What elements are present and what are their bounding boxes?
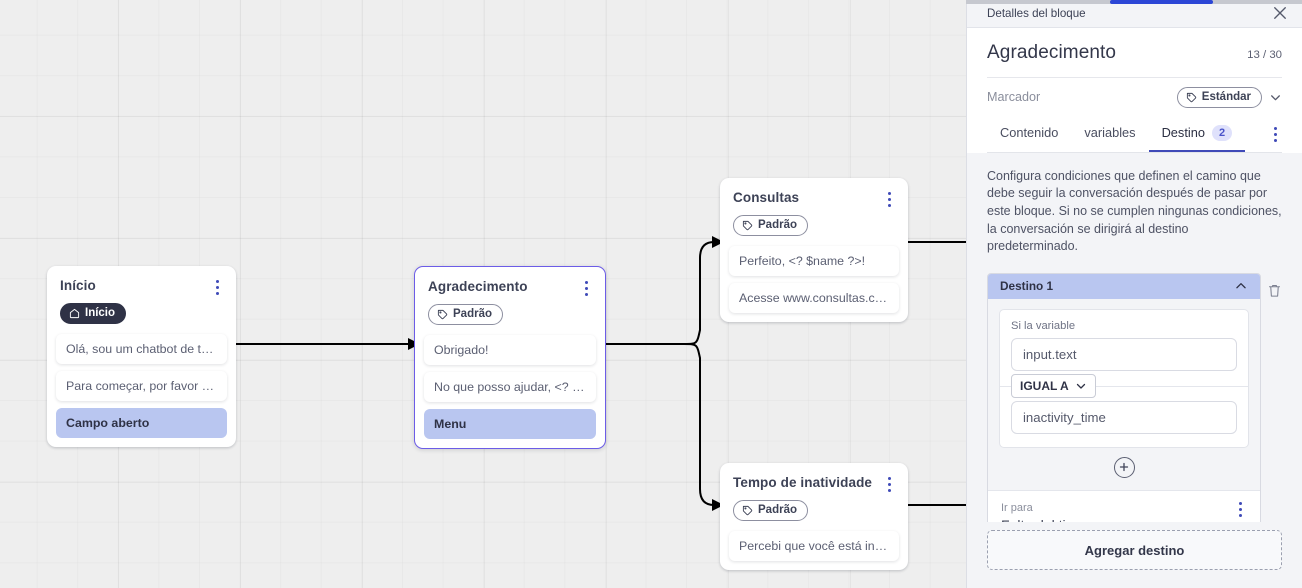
tag-icon <box>742 505 753 516</box>
add-destino-button[interactable]: Agregar destino <box>987 530 1282 570</box>
node-message[interactable]: Acesse www.consultas.com par... <box>729 283 899 313</box>
tab-badge-count: 2 <box>1211 124 1233 141</box>
flow-node-inicio[interactable]: Início Início Olá, sou um chatbot de tes… <box>47 266 236 447</box>
node-message[interactable]: Obrigado! <box>424 335 596 365</box>
destino-card: Destino 1 Si la variable input.text IGUA… <box>987 272 1261 523</box>
close-icon[interactable] <box>1271 4 1289 22</box>
marcador-label: Marcador <box>987 90 1041 105</box>
trash-icon[interactable] <box>1267 282 1282 299</box>
node-message[interactable]: Olá, sou um chatbot de teste! <box>56 334 227 364</box>
destino-card-header[interactable]: Destino 1 <box>988 273 1260 299</box>
chevron-up-icon[interactable] <box>1234 279 1248 293</box>
node-tag-label: Padrão <box>758 219 797 231</box>
operator-label: IGUAL A <box>1020 378 1069 393</box>
panel-header-title: Detalles del bloque <box>987 6 1086 20</box>
tab-destino[interactable]: Destino 2 <box>1148 118 1246 152</box>
tag-icon <box>437 309 448 320</box>
node-title: Tempo de inatividade <box>733 475 873 490</box>
plus-icon <box>1119 463 1129 472</box>
chevron-down-icon[interactable] <box>1269 91 1282 104</box>
goto-text-group: Ir para Falta del tiempo <box>1001 501 1101 523</box>
tab-variables[interactable]: variables <box>1071 118 1148 151</box>
flow-canvas[interactable]: Início Início Olá, sou um chatbot de tes… <box>0 0 966 588</box>
block-details-panel: Detalles del bloque Agradecimento 13 / 3… <box>966 0 1302 588</box>
tab-label: variables <box>1084 125 1136 141</box>
destino-help-text: Configura condiciones que definen el cam… <box>987 168 1282 254</box>
tabs-more-kebab-icon[interactable] <box>1268 126 1282 144</box>
flow-node-consultas[interactable]: Consultas Padrão Perfeito, <? $name ?>! … <box>720 178 908 322</box>
node-messages: Percebi que você está inativo. C... <box>720 523 908 561</box>
node-menu-kebab-icon[interactable] <box>882 190 896 208</box>
node-message[interactable]: No que posso ajudar, <? $name ... <box>424 372 596 402</box>
node-message[interactable]: Para começar, por favor digite o ... <box>56 371 227 401</box>
variable-field[interactable]: input.text <box>1011 337 1237 371</box>
marcador-badge[interactable]: Estándar <box>1176 86 1262 108</box>
node-messages: Perfeito, <? $name ?>! Acesse www.consul… <box>720 238 908 313</box>
node-title: Consultas <box>733 190 800 205</box>
node-title: Início <box>60 278 96 293</box>
node-header: Início <box>47 266 236 296</box>
node-tag-badge[interactable]: Padrão <box>733 500 808 521</box>
node-tag-row: Padrão <box>720 208 908 238</box>
panel-content: Configura condiciones que definen el cam… <box>967 153 1302 523</box>
char-counter: 13 / 30 <box>1247 48 1282 61</box>
flow-node-tempo-de-inatividade[interactable]: Tempo de inatividade Padrão Percebi que … <box>720 463 908 570</box>
node-tag-badge[interactable]: Início <box>60 303 127 324</box>
node-tag-label: Padrão <box>453 308 492 320</box>
operator-dropdown[interactable]: IGUAL A <box>1011 373 1096 398</box>
tab-label: Contenido <box>1000 125 1059 141</box>
node-title: Agradecimento <box>428 279 528 294</box>
tab-label: Destino <box>1161 125 1205 141</box>
panel-header: Detalles del bloque <box>967 0 1302 28</box>
goto-destination-card[interactable]: Ir para Falta del tiempo <box>988 489 1260 523</box>
marcador-value: Estándar <box>1201 90 1251 103</box>
node-message[interactable]: Perfeito, <? $name ?>! <box>729 246 899 276</box>
node-header: Tempo de inatividade <box>720 463 908 493</box>
node-tag-badge[interactable]: Padrão <box>733 215 808 236</box>
panel-tabs: Contenido variables Destino 2 <box>987 116 1282 153</box>
condition-box: Si la variable input.text IGUAL A <box>999 308 1249 448</box>
compare-value-field[interactable]: inactivity_time <box>1011 400 1237 434</box>
marcador-control[interactable]: Estándar <box>1176 86 1282 108</box>
node-menu-kebab-icon[interactable] <box>210 278 224 296</box>
node-tag-row: Padrão <box>720 493 908 523</box>
flow-node-agradecimento[interactable]: Agradecimento Padrão Obrigado! No que po… <box>414 266 606 449</box>
destino-card-title: Destino 1 <box>1000 279 1054 294</box>
node-menu-kebab-icon[interactable] <box>579 279 593 297</box>
node-message[interactable]: Percebi que você está inativo. C... <box>729 531 899 561</box>
node-tag-row: Padrão <box>415 297 605 327</box>
block-title-row: Agradecimento 13 / 30 <box>987 28 1282 78</box>
node-tag-label: Início <box>85 307 116 319</box>
operator-row: IGUAL A <box>1000 371 1248 401</box>
panel-scrollbar-thumb[interactable] <box>1110 0 1213 4</box>
node-tag-badge[interactable]: Padrão <box>428 304 503 325</box>
tag-icon <box>1186 92 1196 102</box>
node-header: Consultas <box>720 178 908 208</box>
node-tag-label: Padrão <box>758 504 797 516</box>
node-tag-row: Início <box>47 296 236 326</box>
tag-icon <box>742 220 753 231</box>
node-messages: Obrigado! No que posso ajudar, <? $name … <box>415 327 605 439</box>
marcador-row: Marcador Estándar <box>987 78 1282 116</box>
add-condition-row <box>999 448 1249 490</box>
tab-contenido[interactable]: Contenido <box>987 118 1071 151</box>
goto-more-kebab-icon[interactable] <box>1233 501 1247 519</box>
goto-label: Ir para <box>1001 501 1033 514</box>
node-menu-kebab-icon[interactable] <box>882 475 896 493</box>
node-header: Agradecimento <box>415 267 605 297</box>
node-message-accent[interactable]: Campo aberto <box>56 408 227 438</box>
goto-value: Falta del tiempo <box>1001 515 1101 523</box>
condition-label: Si la variable <box>1011 319 1076 332</box>
condition-area: Si la variable input.text IGUAL A <box>988 298 1260 490</box>
destino-entry: Destino 1 Si la variable input.text IGUA… <box>987 272 1282 523</box>
node-messages: Olá, sou um chatbot de teste! Para começ… <box>47 326 236 438</box>
home-icon <box>69 308 80 319</box>
plus-circle-icon[interactable] <box>1113 456 1135 478</box>
panel-top-section: Agradecimento 13 / 30 Marcador Estándar <box>967 27 1302 153</box>
chevron-down-icon <box>1076 383 1085 389</box>
node-message-accent[interactable]: Menu <box>424 409 596 439</box>
block-title: Agradecimento <box>987 41 1117 63</box>
